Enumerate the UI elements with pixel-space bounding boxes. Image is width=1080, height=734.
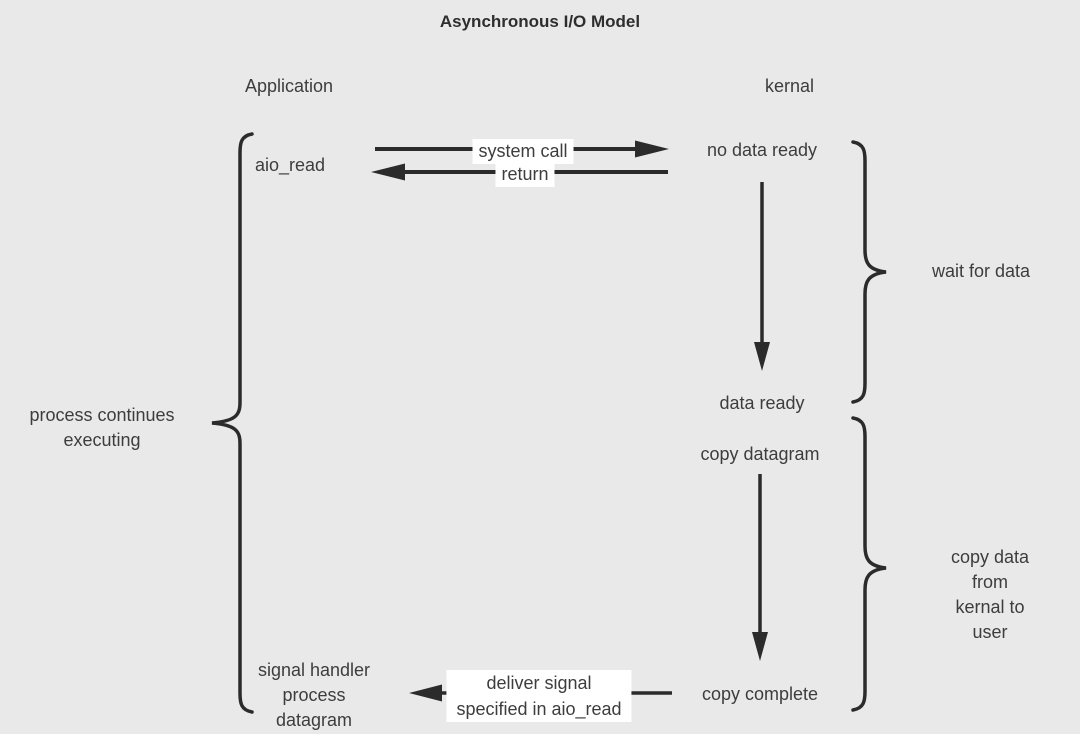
column-header-kernal: kernal: [765, 76, 815, 96]
node-no-data-ready: no data ready: [706, 140, 818, 160]
label-process-continues: process continues executing: [29, 405, 175, 450]
node-aio-read: aio_read: [255, 155, 326, 175]
page-title: Asynchronous I/O Model: [439, 12, 641, 31]
label-wait-for-data: wait for data: [932, 261, 1031, 281]
wait-for-data-brace: [851, 140, 887, 404]
edge-label-deliver-signal: deliver signal specified in aio_read: [446, 670, 632, 722]
node-copy-complete: copy complete: [701, 684, 819, 704]
node-signal-handler: signal handler process datagram: [257, 660, 371, 730]
node-copy-datagram: copy datagram: [700, 444, 820, 464]
edge-label-system-call: system call: [472, 139, 574, 164]
copy-datagram-to-complete-arrow: [752, 474, 768, 661]
left-brace: [211, 132, 254, 714]
edge-label-return: return: [495, 162, 555, 187]
column-header-application: Application: [245, 76, 334, 96]
label-copy-data: copy data from kernal to user: [950, 547, 1030, 642]
node-data-ready: data ready: [719, 393, 805, 413]
no-data-to-data-ready-arrow: [754, 182, 770, 371]
copy-data-brace: [851, 416, 887, 712]
